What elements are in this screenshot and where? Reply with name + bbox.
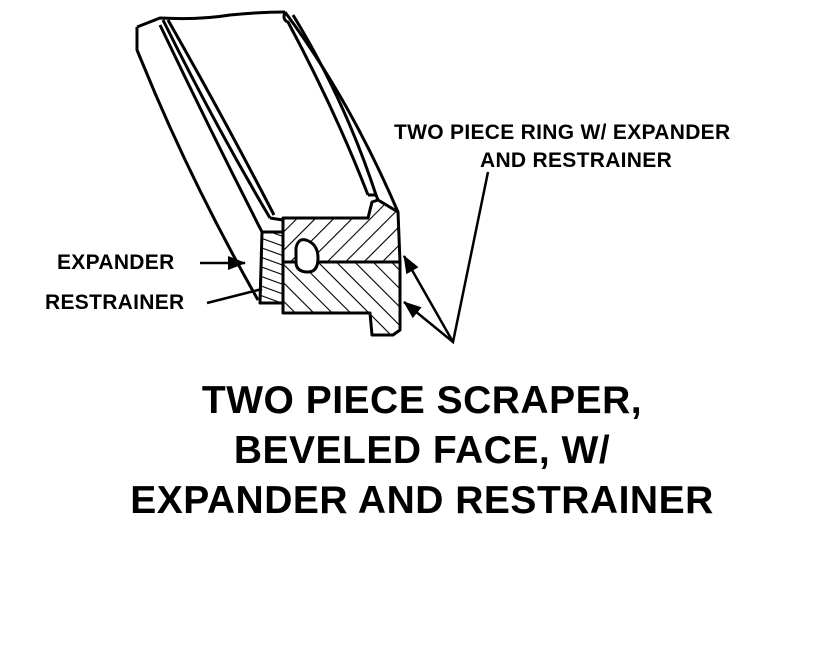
- ring-label-line-1: TWO PIECE RING W/ EXPANDER: [394, 121, 731, 144]
- ring-right-edge: [282, 11, 400, 213]
- ring-leader: [403, 171, 490, 345]
- expander-label: EXPANDER: [57, 251, 175, 274]
- restrainer-label: RESTRAINER: [45, 291, 185, 314]
- title-line-3: EXPANDER AND RESTRAINER: [130, 479, 714, 522]
- title-line-1: TWO PIECE SCRAPER,: [201, 379, 643, 422]
- title-line-2: BEVELED FACE, W/: [233, 429, 611, 472]
- lower-ring-section: [281, 260, 402, 337]
- diagram-title: TWO PIECE SCRAPER, BEVELED FACE, W/ EXPA…: [0, 376, 824, 526]
- restrainer-leader: [206, 287, 263, 305]
- expander-section: [258, 230, 285, 305]
- restrainer-section: [294, 238, 320, 274]
- ring-label-line-2: AND RESTRAINER: [480, 149, 673, 172]
- ring-leader-upper: [402, 255, 455, 343]
